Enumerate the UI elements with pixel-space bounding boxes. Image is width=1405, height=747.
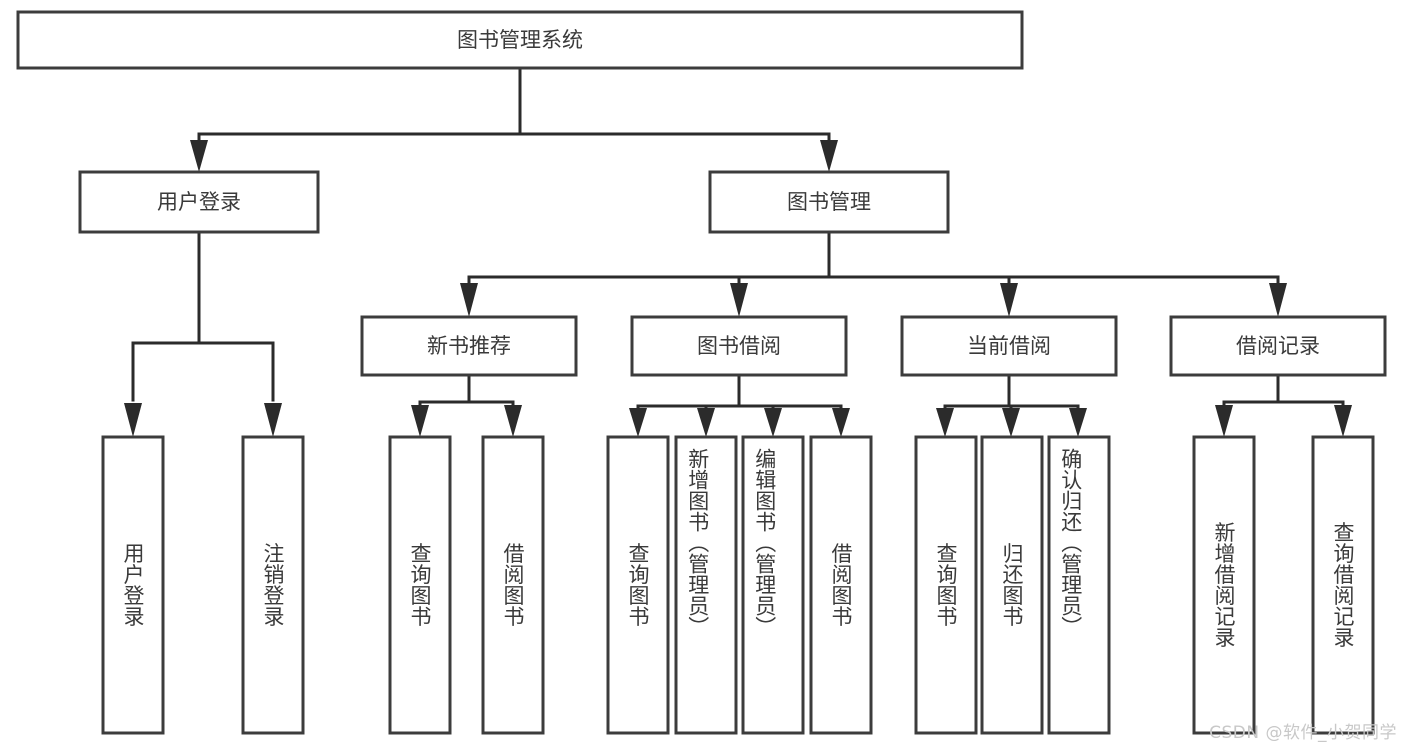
arrow-to-book-mgmt: [820, 140, 838, 172]
node-root-system[interactable]: 图书管理系统: [16, 10, 1024, 70]
leaf-node-logout[interactable]: 注销登录: [241, 435, 305, 735]
leaf-query-borrow-record-box[interactable]: [1311, 435, 1375, 735]
leaf-node-add-borrow-record[interactable]: 新增借阅记录: [1192, 435, 1256, 735]
arrow-to-book-borrow: [730, 283, 748, 317]
leaf-node-confirm-return-admin[interactable]: 确认归还（管理员）: [1047, 435, 1111, 735]
node-book-borrow-box[interactable]: [630, 315, 848, 377]
node-current-borrow-label: 当前借阅: [967, 334, 1051, 358]
arrow-to-borrow-record: [1269, 283, 1287, 317]
node-current-borrow[interactable]: 当前借阅: [900, 315, 1118, 377]
leaf-add-borrow-record-box[interactable]: [1192, 435, 1256, 735]
leaf-return-book-box[interactable]: [980, 435, 1044, 735]
leaf-query-book-recommend-label: 查询图书: [408, 543, 432, 627]
leaf-confirm-return-admin-box[interactable]: [1047, 435, 1111, 735]
arrow-to-new-book-recommend: [460, 283, 478, 317]
node-user-login-label: 用户登录: [157, 190, 241, 214]
leaf-user-login-label: 用户登录: [121, 543, 145, 627]
arrow-leaf-return-book: [1002, 408, 1020, 437]
leaf-edit-book-admin-box[interactable]: [741, 435, 805, 735]
leaf-node-borrow-book-recommend[interactable]: 借阅图书: [481, 435, 545, 735]
connector-group-root-to-level2: [190, 66, 838, 172]
leaf-add-book-admin-box[interactable]: [674, 435, 738, 735]
leaf-borrow-book-recommend-box[interactable]: [481, 435, 545, 735]
leaf-borrow-book-recommend-label: 借阅图书: [501, 543, 525, 627]
node-book-management-box[interactable]: [708, 170, 950, 234]
arrow-leaf-confirm-return: [1069, 408, 1087, 437]
leaf-borrow-book-borrow-label: 借阅图书: [829, 543, 853, 627]
node-new-book-recommend-label: 新书推荐: [427, 334, 511, 358]
leaf-node-return-book[interactable]: 归还图书: [980, 435, 1044, 735]
arrow-to-user-login: [190, 140, 208, 172]
leaf-add-borrow-record-label: 新增借阅记录: [1212, 522, 1236, 648]
leaf-query-book-current-label: 查询图书: [934, 543, 958, 627]
leaf-logout-label: 注销登录: [261, 543, 285, 627]
connector-group-borrow-record-to-leaves: [1215, 373, 1352, 437]
leaf-borrow-book-borrow-box[interactable]: [809, 435, 873, 735]
leaf-confirm-return-admin-label: 确认归还（管理员）: [1059, 448, 1083, 637]
leaf-node-query-book-recommend[interactable]: 查询图书: [388, 435, 452, 735]
node-current-borrow-box[interactable]: [900, 315, 1118, 377]
leaf-node-edit-book-admin[interactable]: 编辑图书（管理员）: [741, 435, 805, 735]
node-book-borrow-label: 图书借阅: [697, 334, 781, 358]
leaf-query-book-borrow-box[interactable]: [606, 435, 670, 735]
connector-group-book-borrow-to-leaves: [629, 373, 850, 437]
arrow-leaf-borrow-book-b: [832, 408, 850, 437]
leaf-edit-book-admin-label: 编辑图书（管理员）: [753, 448, 777, 637]
arrow-to-current-borrow: [1000, 283, 1018, 317]
leaf-query-borrow-record-label: 查询借阅记录: [1331, 522, 1355, 648]
node-book-borrow[interactable]: 图书借阅: [630, 315, 848, 377]
leaf-node-borrow-book-borrow[interactable]: 借阅图书: [809, 435, 873, 735]
node-book-management[interactable]: 图书管理: [708, 170, 950, 234]
leaf-node-query-book-current[interactable]: 查询图书: [914, 435, 978, 735]
arrow-leaf-query-book-b: [629, 408, 647, 437]
node-borrow-record-label: 借阅记录: [1236, 334, 1320, 358]
node-book-management-label: 图书管理: [787, 190, 871, 214]
arrow-leaf-user-login: [124, 403, 142, 437]
node-root-label: 图书管理系统: [457, 28, 583, 52]
leaf-node-add-book-admin[interactable]: 新增图书（管理员）: [674, 435, 738, 735]
leaf-query-book-recommend-box[interactable]: [388, 435, 452, 735]
leaf-query-book-borrow-label: 查询图书: [626, 543, 650, 627]
leaf-node-query-borrow-record[interactable]: 查询借阅记录: [1311, 435, 1375, 735]
leaf-node-query-book-borrow[interactable]: 查询图书: [606, 435, 670, 735]
arrow-leaf-query-book-a: [411, 405, 429, 437]
node-user-login-box[interactable]: [78, 170, 320, 234]
connector-group-new-book-to-leaves: [411, 373, 522, 437]
arrow-leaf-query-book-c: [936, 408, 954, 437]
connector-group-user-login-to-leaves: [124, 230, 282, 437]
leaf-return-book-label: 归还图书: [1000, 543, 1024, 627]
arrow-leaf-logout: [264, 403, 282, 437]
node-borrow-record-box[interactable]: [1169, 315, 1387, 377]
leaf-user-login-box[interactable]: [101, 435, 165, 735]
leaf-add-book-admin-label: 新增图书（管理员）: [686, 448, 710, 637]
arrow-leaf-add-record: [1215, 405, 1233, 437]
node-borrow-record[interactable]: 借阅记录: [1169, 315, 1387, 377]
arrow-leaf-edit-book: [764, 408, 782, 437]
arrow-leaf-borrow-book-a: [504, 405, 522, 437]
leaf-query-book-current-box[interactable]: [914, 435, 978, 735]
connector-group-current-borrow-to-leaves: [936, 373, 1087, 437]
arrow-leaf-add-book: [697, 408, 715, 437]
connector-group-book-mgmt-to-level3: [460, 230, 1287, 317]
node-root-box[interactable]: [16, 10, 1024, 70]
node-new-book-recommend[interactable]: 新书推荐: [360, 315, 578, 377]
node-new-book-recommend-box[interactable]: [360, 315, 578, 377]
node-user-login[interactable]: 用户登录: [78, 170, 320, 234]
leaf-node-user-login[interactable]: 用户登录: [101, 435, 165, 735]
arrow-leaf-query-record: [1334, 405, 1352, 437]
leaf-logout-box[interactable]: [241, 435, 305, 735]
